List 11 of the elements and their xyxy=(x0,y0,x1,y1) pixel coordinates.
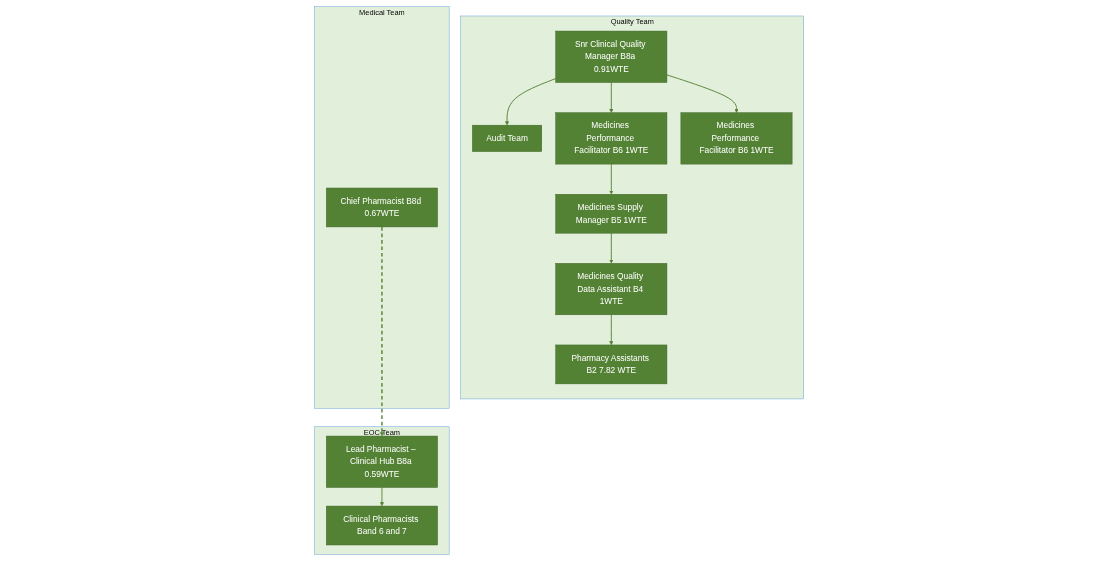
node-box: Medicines Performance Facilitator B6 1WTE xyxy=(680,112,793,165)
arrow xyxy=(379,226,384,437)
node-box: Clinical Pharmacists Band 6 and 7 xyxy=(325,505,438,546)
node-box: Medicines Quality Data Assistant B4 1WTE xyxy=(555,263,667,316)
node-box: Audit Team xyxy=(471,124,542,152)
node-box: Chief Pharmacist B8d 0.67WTE xyxy=(325,187,438,228)
node-box: Lead Pharmacist – Clinical Hub B8a 0.59WTE xyxy=(325,435,438,488)
node-box: Medicines Performance Facilitator B6 1WTE xyxy=(555,112,667,165)
node-box: Pharmacy Assistants B2 7.82 WTE xyxy=(555,344,667,385)
node-box: Medicines Supply Manager B5 1WTE xyxy=(555,194,667,234)
node-box: Snr Clinical Quality Manager B8a 0.91WTE xyxy=(555,30,667,83)
